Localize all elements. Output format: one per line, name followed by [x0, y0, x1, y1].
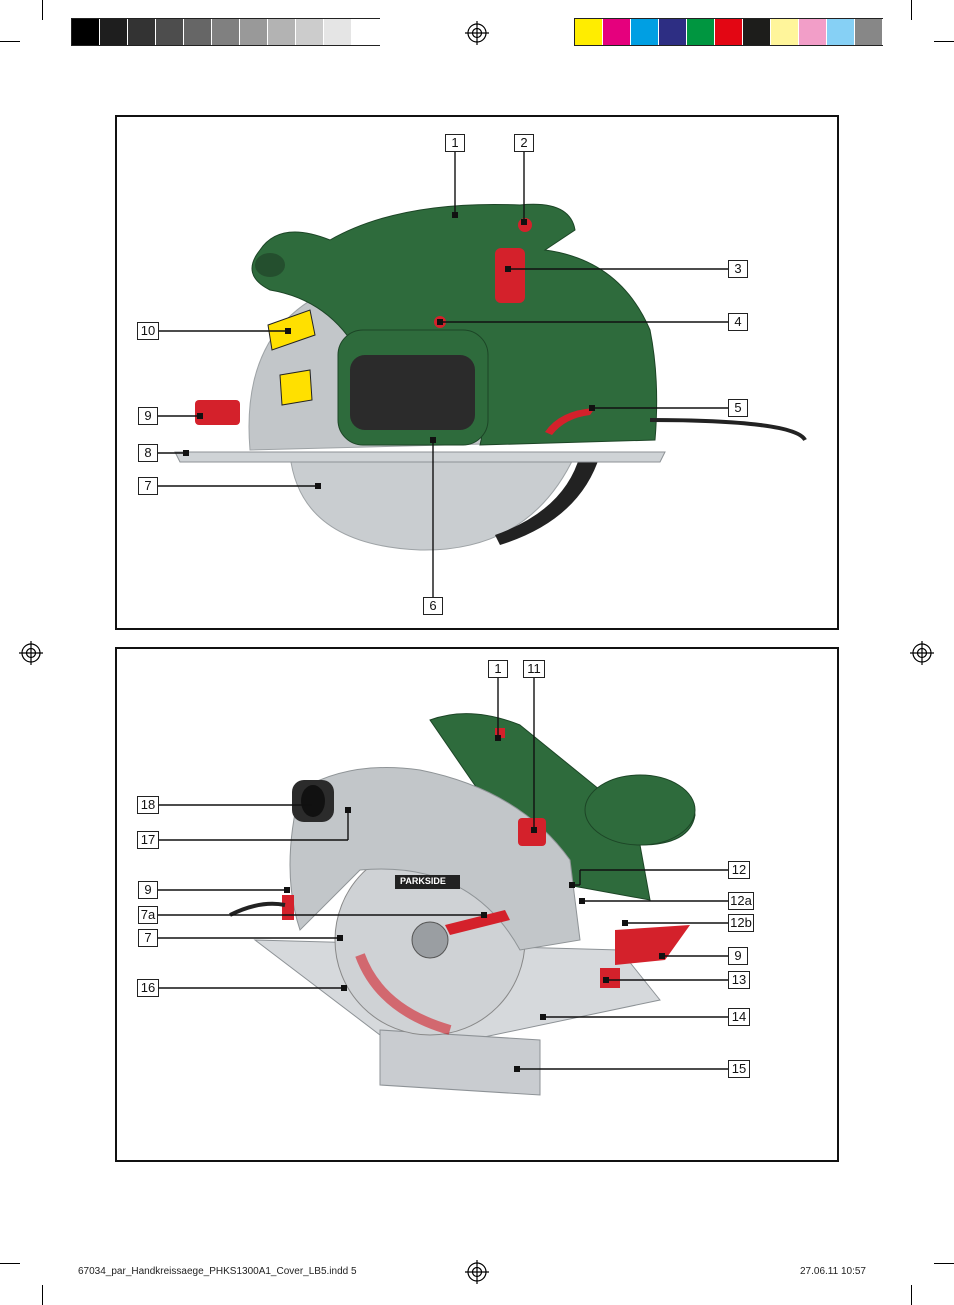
power-cable	[229, 901, 286, 917]
rear-handle	[584, 774, 696, 846]
color-swatch	[128, 19, 156, 45]
color-bar	[574, 18, 883, 46]
color-swatch	[72, 19, 100, 45]
blade-flange	[411, 921, 449, 959]
front-guide-knob	[282, 895, 294, 920]
registration-icon	[910, 641, 934, 665]
laser-warning-label	[267, 309, 316, 351]
callout-3: 3	[728, 260, 748, 278]
callout-10: 10	[137, 322, 159, 340]
color-swatch	[352, 19, 380, 45]
callout-13: 13	[728, 971, 750, 989]
crop-mark	[911, 0, 912, 20]
color-swatch	[324, 19, 352, 45]
color-swatch	[156, 19, 184, 45]
color-swatch	[184, 19, 212, 45]
footer-filename: 67034_par_Handkreissaege_PHKS1300A1_Cove…	[78, 1266, 357, 1277]
callout-7: 7	[138, 929, 158, 947]
callout-7a: 7a	[138, 906, 158, 924]
callout-2: 2	[514, 134, 534, 152]
lock-button	[495, 728, 505, 738]
parallel-guide-knob	[195, 400, 240, 425]
callout-4: 4	[728, 313, 748, 331]
base-plate	[174, 451, 666, 463]
callout-11: 11	[523, 660, 545, 678]
bevel-lever	[545, 408, 595, 435]
callout-1: 1	[445, 134, 465, 152]
crop-mark	[934, 41, 954, 42]
color-swatch	[743, 19, 771, 45]
handle-grip	[255, 253, 285, 277]
color-swatch	[296, 19, 324, 45]
callout-14: 14	[728, 1008, 750, 1026]
crop-mark	[42, 0, 43, 20]
footer-datetime: 27.06.11 10:57	[800, 1266, 866, 1277]
crop-mark	[911, 1285, 912, 1305]
registration-icon	[465, 1260, 489, 1284]
callout-8: 8	[138, 444, 158, 462]
color-swatch	[603, 19, 631, 45]
trigger-switch	[495, 248, 525, 303]
color-swatch	[687, 19, 715, 45]
registration-icon	[465, 21, 489, 45]
callout-15: 15	[728, 1060, 750, 1078]
color-swatch	[575, 19, 603, 45]
callout-5: 5	[728, 399, 748, 417]
blade-black-edge	[495, 455, 600, 545]
callout-12a: 12a	[728, 892, 754, 910]
blade-guard-lever	[445, 910, 510, 935]
callout-1: 1	[488, 660, 508, 678]
vent-grille	[350, 355, 475, 430]
callout-18: 18	[137, 796, 159, 814]
callout-12: 12	[728, 861, 750, 879]
power-cable	[649, 418, 807, 442]
crop-mark	[0, 41, 20, 42]
color-swatch	[771, 19, 799, 45]
color-swatch	[240, 19, 268, 45]
callout-7: 7	[138, 477, 158, 495]
callout-9: 9	[138, 407, 158, 425]
leader-dots	[183, 212, 595, 489]
color-swatch	[659, 19, 687, 45]
callout-6: 6	[423, 597, 443, 615]
laser-symbol-label	[279, 369, 313, 406]
color-swatch	[827, 19, 855, 45]
depth-lever	[615, 925, 690, 965]
color-swatch	[631, 19, 659, 45]
dust-port-opening	[301, 785, 325, 817]
callout-9: 9	[728, 947, 748, 965]
callout-12b: 12b	[728, 914, 754, 932]
crop-mark	[42, 1285, 43, 1305]
registration-icon	[19, 641, 43, 665]
color-swatch	[799, 19, 827, 45]
parallel-guide	[379, 1029, 541, 1096]
color-swatch	[855, 19, 883, 45]
callout-17: 17	[137, 831, 159, 849]
color-swatch	[212, 19, 240, 45]
crop-mark	[934, 1263, 954, 1264]
brand-label: PARKSIDE	[400, 876, 446, 886]
color-swatch	[100, 19, 128, 45]
leader-lines	[158, 678, 728, 1070]
callout-16: 16	[137, 979, 159, 997]
color-swatch	[715, 19, 743, 45]
callout-9: 9	[138, 881, 158, 899]
leader-lines	[158, 152, 728, 597]
leader-dots	[284, 735, 665, 1072]
color-swatch	[268, 19, 296, 45]
brand-plate	[395, 875, 460, 889]
saw-body	[251, 203, 658, 446]
grayscale-bar	[71, 18, 380, 46]
blade-lettering	[355, 953, 452, 1035]
crop-mark	[0, 1263, 20, 1264]
